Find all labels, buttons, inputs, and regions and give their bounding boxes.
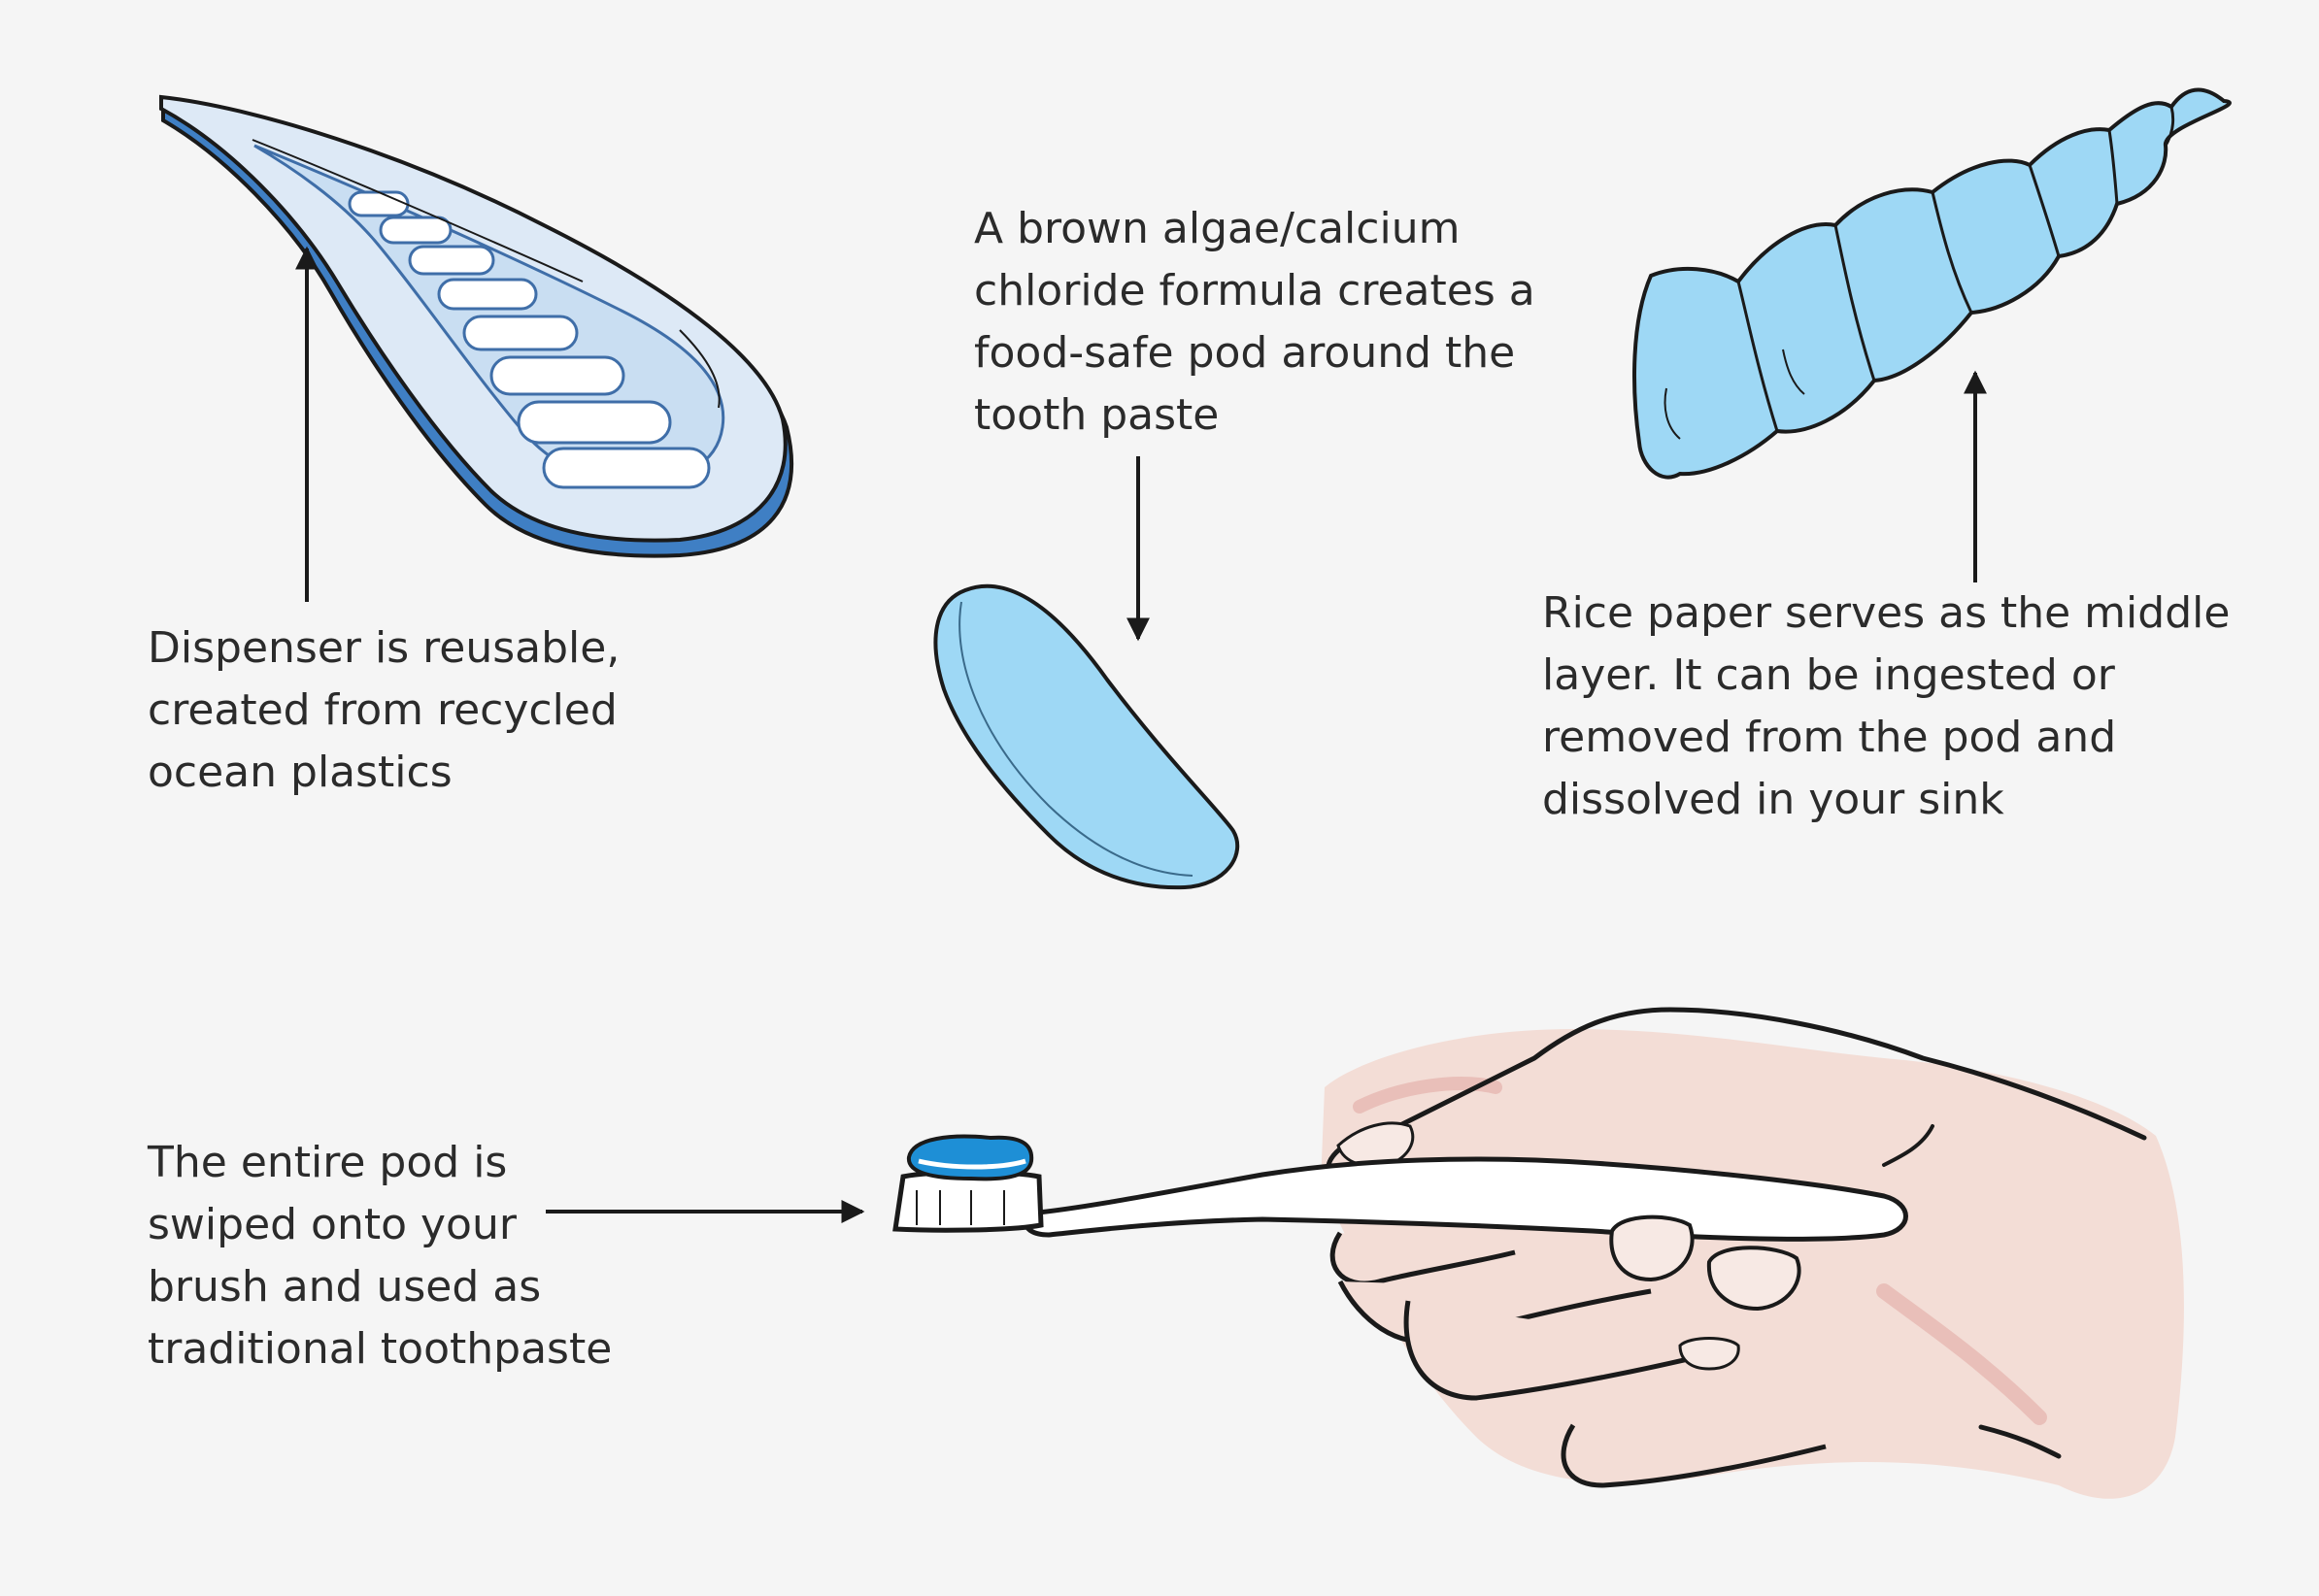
caption-line: Rice paper serves as the middle [1542, 588, 2231, 638]
formula-caption: A brown algae/calcium chloride formula c… [974, 198, 1557, 447]
caption-line: Dispenser is reusable, [148, 623, 621, 673]
caption-line: dissolved in your sink [1542, 775, 2004, 824]
caption-line: layer. It can be ingested or [1542, 650, 2115, 700]
caption-line: removed from the pod and [1542, 713, 2117, 762]
pod-illustration [933, 583, 1240, 890]
caption-line: ocean plastics [148, 748, 453, 797]
dispenser-illustration [159, 94, 793, 558]
entire-pod-caption: The entire pod is swiped onto your brush… [148, 1132, 633, 1380]
caption-line: food-safe pod around the [974, 328, 1516, 378]
caption-line: tooth paste [974, 390, 1220, 440]
rice-paper-illustration [1632, 87, 2232, 480]
caption-line: The entire pod is [148, 1138, 508, 1187]
caption-line: brush and used as [148, 1262, 542, 1312]
dispenser-caption: Dispenser is reusable, created from recy… [148, 617, 653, 804]
hand-toothbrush-illustration [892, 1007, 2184, 1499]
caption-line: swiped onto your [148, 1200, 517, 1249]
caption-line: chloride formula creates a [974, 266, 1535, 316]
caption-line: A brown algae/calcium [974, 204, 1461, 253]
caption-line: created from recycled [148, 685, 618, 735]
caption-line: traditional toothpaste [148, 1324, 613, 1374]
rice-paper-caption: Rice paper serves as the middle layer. I… [1542, 582, 2280, 831]
